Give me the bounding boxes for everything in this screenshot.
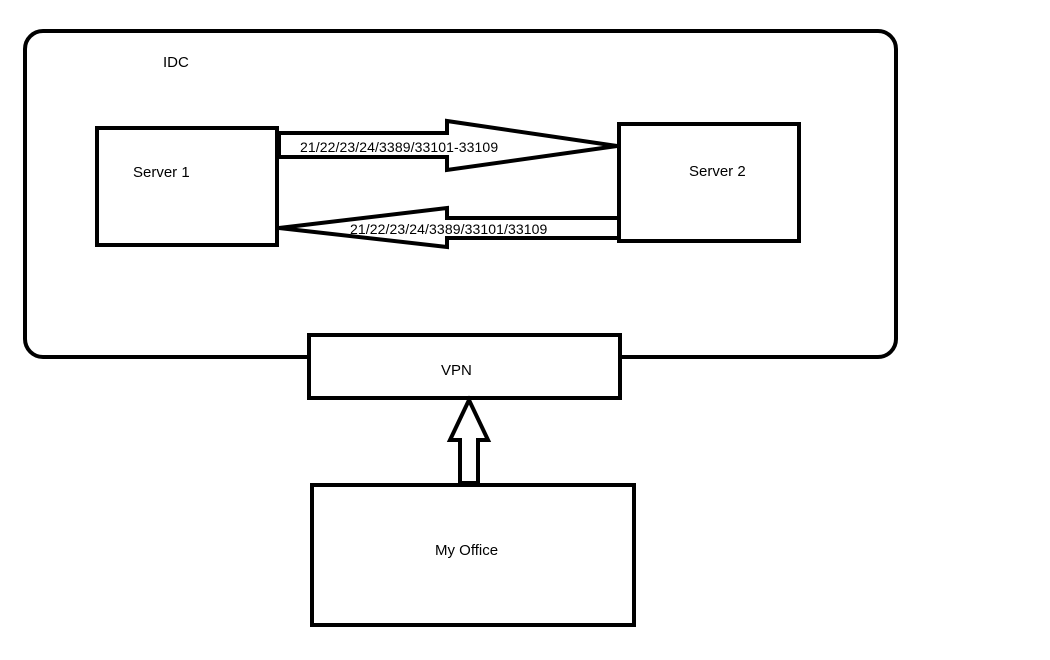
- server2-box: [617, 122, 801, 243]
- server1-label: Server 1: [133, 164, 190, 181]
- idc-label: IDC: [163, 54, 189, 71]
- arrow-forward-label: 21/22/23/24/3389/33101-33109: [300, 139, 499, 155]
- arrow-back-label: 21/22/23/24/3389/33101/33109: [350, 221, 548, 237]
- server1-box: [95, 126, 279, 247]
- arrow-office-to-vpn: [446, 395, 492, 485]
- vpn-box: [307, 333, 622, 400]
- office-box: [310, 483, 636, 627]
- arrow-server1-to-server2: [277, 118, 618, 173]
- office-label: My Office: [435, 542, 499, 559]
- arrow-server2-to-server1: [278, 205, 621, 250]
- vpn-label: VPN: [441, 362, 472, 379]
- server2-label: Server 2: [689, 163, 746, 180]
